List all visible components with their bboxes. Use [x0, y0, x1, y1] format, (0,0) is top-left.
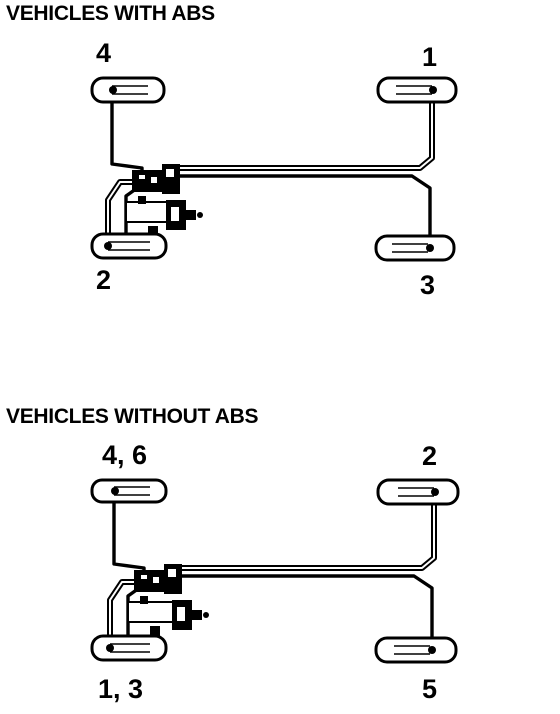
section-title-abs: VEHICLES WITH ABS	[6, 2, 215, 25]
brake-valve-unit-abs	[125, 164, 203, 240]
brake-lines-abs	[105, 89, 435, 250]
wheel-front-right-no-abs	[376, 478, 460, 506]
wheel-front-left-no-abs	[90, 478, 168, 504]
wheel-label-front-left-abs: 4	[96, 38, 112, 68]
wheel-rear-right-no-abs	[374, 636, 458, 664]
wheel-label-rear-right-no-abs: 5	[422, 674, 438, 704]
brake-diagram-no-abs	[90, 478, 460, 664]
wheel-rear-right-abs	[374, 234, 456, 262]
wheel-front-right-abs	[376, 76, 458, 104]
brake-valve-unit-no-abs	[127, 564, 209, 640]
brake-diagram-abs	[90, 76, 458, 262]
wheel-label-rear-left-no-abs: 1, 3	[98, 674, 144, 704]
wheel-label-front-right-abs: 1	[422, 42, 438, 72]
wheel-label-rear-left-abs: 2	[96, 265, 112, 295]
wheel-rear-left-abs	[90, 232, 168, 260]
wheel-label-front-left-no-abs: 4, 6	[102, 440, 148, 470]
wheel-label-front-right-no-abs: 2	[422, 441, 438, 471]
section-title-no-abs: VEHICLES WITHOUT ABS	[6, 405, 259, 428]
wheel-rear-left-no-abs	[90, 634, 168, 662]
wheel-label-rear-right-abs: 3	[420, 270, 436, 300]
wheel-front-left-abs	[90, 76, 166, 104]
